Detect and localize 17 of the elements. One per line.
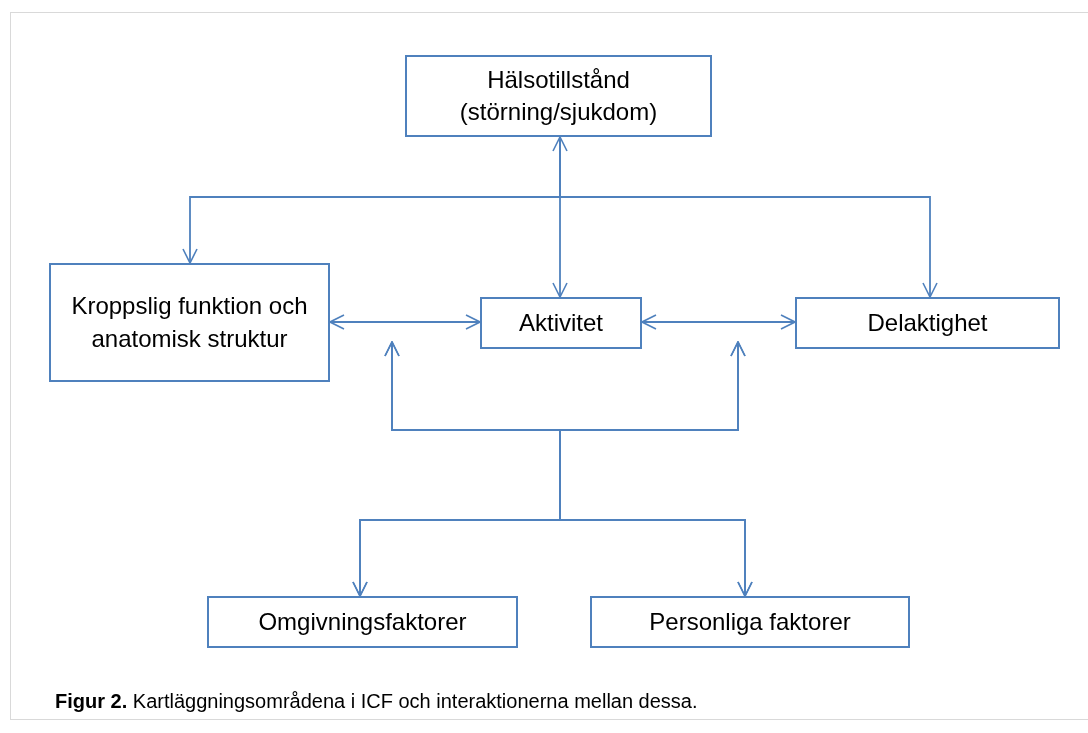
- figure-caption: Figur 2. Kartläggningsområdena i ICF och interaktionerna mellan dessa.: [55, 689, 698, 714]
- arrow: [559, 341, 753, 597]
- box-label: Hälsotillstånd (störning/sjukdom): [458, 64, 659, 127]
- box-label: Delaktighet: [867, 307, 988, 338]
- box-label: Omgivningsfaktorer: [258, 606, 467, 637]
- process-box: [405, 55, 712, 137]
- box-label: Aktivitet: [519, 307, 603, 338]
- process-box: [49, 263, 330, 382]
- arrow: [329, 314, 481, 330]
- arrow: [552, 136, 568, 298]
- box-label: Personliga faktorer: [649, 606, 851, 637]
- process-box: [480, 297, 642, 349]
- process-box: [795, 297, 1060, 349]
- process-box: [207, 596, 518, 648]
- box-label: Kroppslig funktion och anatomisk struktur: [71, 291, 308, 354]
- process-box: [590, 596, 910, 648]
- arrow: [641, 314, 796, 330]
